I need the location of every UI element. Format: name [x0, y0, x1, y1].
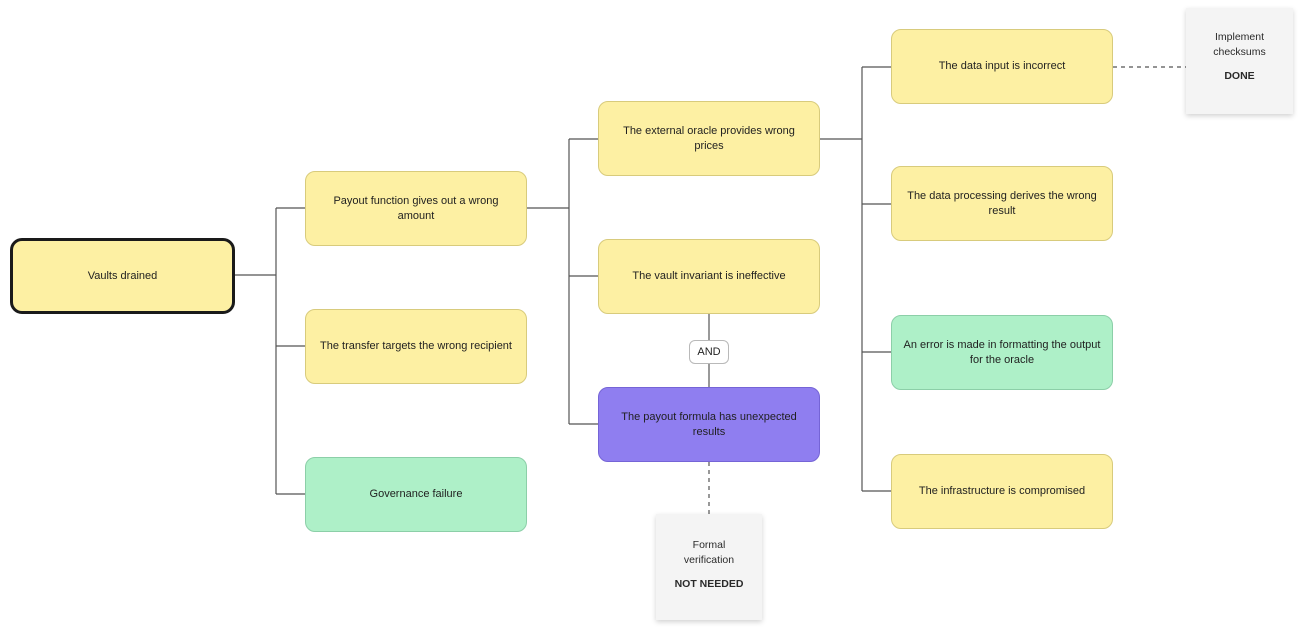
- sticky-note-text: Formal verification: [683, 539, 735, 566]
- node-label: The transfer targets the wrong recipient: [320, 340, 512, 353]
- and-gate[interactable]: AND: [689, 340, 729, 364]
- node-data-processing-wrong-result[interactable]: The data processing derives the wrong re…: [891, 166, 1113, 241]
- node-label: Payout function gives out a wrong amount: [333, 194, 499, 222]
- node-label: The external oracle provides wrong price…: [623, 124, 795, 152]
- sticky-note-text: Implement checksums: [1213, 31, 1266, 58]
- node-formatting-error[interactable]: An error is made in formatting the outpu…: [891, 315, 1113, 390]
- node-label: The data input is incorrect: [938, 60, 1066, 73]
- node-payout-formula-unexpected-results[interactable]: The payout formula has unexpected result…: [598, 387, 820, 462]
- node-label: Governance failure: [369, 488, 463, 501]
- node-payout-function-wrong-amount[interactable]: Payout function gives out a wrong amount: [305, 171, 527, 246]
- node-governance-failure[interactable]: Governance failure: [305, 457, 527, 532]
- node-label: An error is made in formatting the outpu…: [903, 338, 1101, 366]
- node-label: The data processing derives the wrong re…: [907, 189, 1097, 217]
- node-infrastructure-compromised[interactable]: The infrastructure is compromised: [891, 454, 1113, 529]
- sticky-note-formal-verification[interactable]: Formal verification NOT NEEDED: [656, 514, 762, 620]
- node-data-input-incorrect[interactable]: The data input is incorrect: [891, 29, 1113, 104]
- node-label: Vaults drained: [87, 269, 158, 282]
- node-external-oracle-wrong-prices[interactable]: The external oracle provides wrong price…: [598, 101, 820, 176]
- root-node-vaults-drained[interactable]: Vaults drained: [10, 238, 235, 314]
- sticky-note-status: NOT NEEDED: [674, 578, 744, 591]
- sticky-note-status: DONE: [1224, 70, 1255, 83]
- and-gate-label: AND: [697, 346, 721, 358]
- sticky-note-checksums[interactable]: Implement checksums DONE: [1186, 8, 1293, 114]
- node-label: The payout formula has unexpected result…: [621, 410, 797, 438]
- node-transfer-wrong-recipient[interactable]: The transfer targets the wrong recipient: [305, 309, 527, 384]
- node-vault-invariant-ineffective[interactable]: The vault invariant is ineffective: [598, 239, 820, 314]
- node-label: The vault invariant is ineffective: [632, 270, 786, 283]
- node-label: The infrastructure is compromised: [918, 485, 1086, 498]
